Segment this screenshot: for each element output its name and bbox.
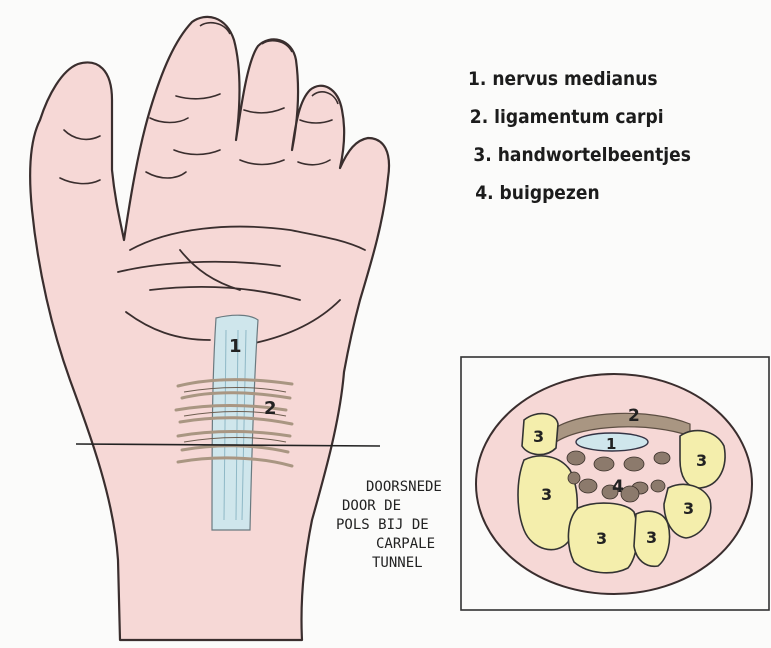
legend-item-buigpezen: 4. buigpezen bbox=[475, 174, 691, 212]
section-label-ligament: 2 bbox=[628, 406, 640, 426]
bone-label-6: 3 bbox=[683, 499, 694, 518]
section-caption: DOORSNEDE DOOR DE POLS BIJ DE CARPALE TU… bbox=[336, 478, 442, 573]
section-label-nerve: 1 bbox=[606, 435, 616, 453]
legend-item-nervus-medianus: 1. nervus medianus bbox=[468, 60, 691, 98]
legend-item-handwortelbeentjes: 3. handwortelbeentjes bbox=[473, 136, 691, 174]
caption-line-3: POLS BIJ DE bbox=[336, 516, 442, 535]
cross-section-panel: 2 1 3 3 3 3 3 3 bbox=[461, 357, 769, 610]
caption-line-5: TUNNEL bbox=[372, 554, 442, 573]
caption-line-4: CARPALE bbox=[376, 535, 442, 554]
caption-line-1: DOORSNEDE bbox=[366, 478, 442, 497]
bone-label-5: 3 bbox=[646, 528, 657, 547]
bone-label-2: 3 bbox=[696, 451, 707, 470]
hand-label-ligament: 2 bbox=[264, 398, 277, 419]
legend-item-ligamentum-carpi: 2. ligamentum carpi bbox=[470, 98, 691, 136]
bone-label-4: 3 bbox=[596, 529, 607, 548]
caption-line-2: DOOR DE bbox=[342, 497, 442, 516]
bone-label-1: 3 bbox=[533, 427, 544, 446]
section-label-tendons: 4 bbox=[612, 477, 624, 497]
legend: 1. nervus medianus 2. ligamentum carpi 3… bbox=[468, 60, 691, 212]
hand-label-nerve: 1 bbox=[229, 336, 242, 357]
bone-label-3: 3 bbox=[541, 485, 552, 504]
